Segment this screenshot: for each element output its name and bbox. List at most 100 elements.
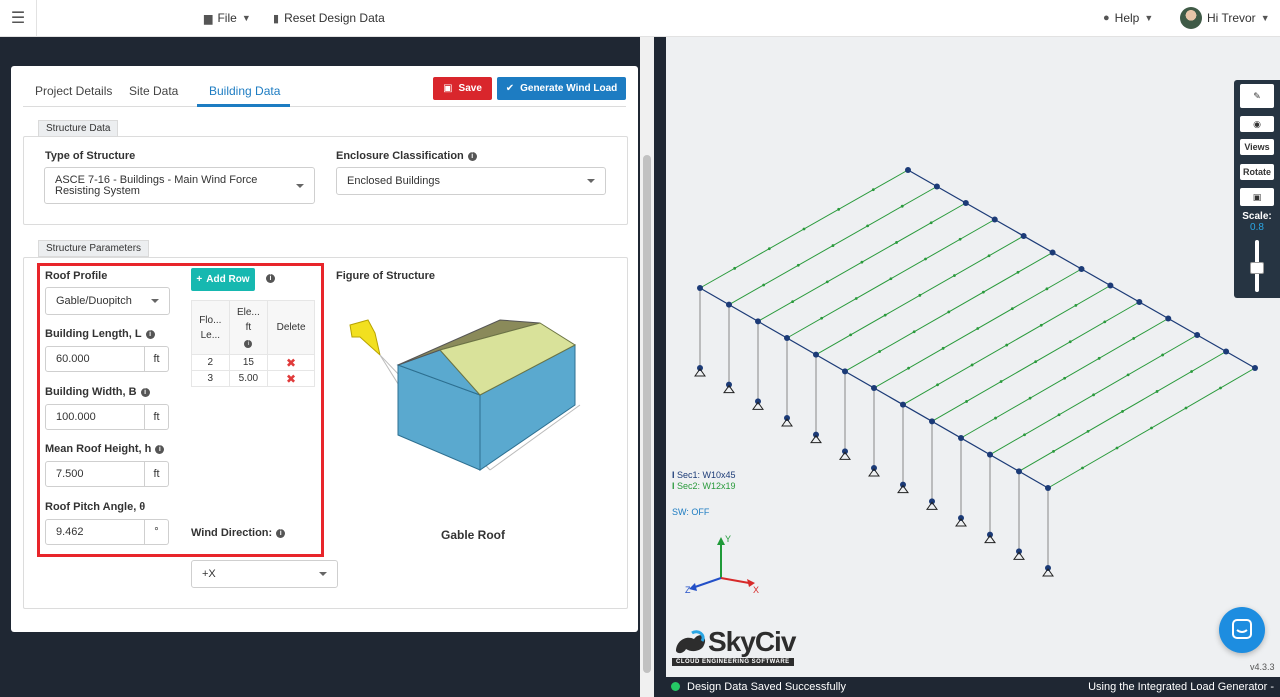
info-icon[interactable]: i (467, 151, 477, 161)
support-icon[interactable] (926, 501, 938, 510)
support-node[interactable] (929, 498, 935, 505)
purlin-node[interactable] (860, 260, 864, 264)
support-node[interactable] (1016, 548, 1022, 555)
support-icon[interactable] (868, 468, 880, 477)
purlin-node[interactable] (733, 266, 737, 270)
save-button[interactable]: ▣ Save (433, 77, 492, 100)
chat-button[interactable] (1219, 607, 1265, 653)
reset-design-data-button[interactable]: ▮ Reset Design Data (273, 11, 385, 25)
info-icon[interactable]: i (244, 340, 253, 348)
elevation-cell[interactable]: 5.00 (228, 370, 269, 387)
purlin-node[interactable] (947, 310, 951, 314)
purlin-node[interactable] (1068, 340, 1072, 344)
visibility-button[interactable]: ◉ (1240, 116, 1274, 132)
purlin-node[interactable] (831, 244, 835, 247)
purlin-node[interactable] (866, 224, 870, 228)
purlin-node[interactable] (1074, 303, 1078, 307)
ridge-member[interactable] (907, 169, 1256, 369)
support-node[interactable] (842, 448, 848, 455)
purlin-node[interactable] (1115, 446, 1119, 450)
info-icon[interactable]: i (155, 444, 165, 454)
support-node[interactable] (987, 531, 993, 538)
purlin-node[interactable] (1190, 370, 1193, 373)
help-menu[interactable]: ● Help ▼ (1103, 11, 1153, 25)
wind-direction-select[interactable]: +X (191, 560, 338, 588)
purlin-node[interactable] (1097, 356, 1101, 360)
purlin-node[interactable] (1155, 390, 1159, 393)
purlin-node[interactable] (912, 330, 916, 334)
support-icon[interactable] (1042, 568, 1054, 577)
tab-project-details[interactable]: Project Details (35, 84, 113, 98)
purlin-node[interactable] (1010, 307, 1014, 311)
support-node[interactable] (697, 365, 703, 371)
purlin-node[interactable] (1161, 353, 1165, 357)
purlin-node[interactable] (1063, 376, 1067, 380)
support-icon[interactable] (1013, 551, 1025, 560)
purlin-node[interactable] (767, 247, 771, 251)
purlin-node[interactable] (1219, 386, 1222, 390)
info-icon[interactable]: i (140, 387, 150, 397)
add-row-button[interactable]: + Add Row (191, 268, 255, 291)
purlin-node[interactable] (878, 350, 881, 353)
support-icon[interactable] (752, 401, 764, 410)
file-menu[interactable]: ▆ File ▼ (204, 11, 251, 25)
purlin-node[interactable] (849, 333, 853, 337)
purlin-node[interactable] (1057, 413, 1061, 417)
support-icon[interactable] (694, 368, 706, 377)
info-icon[interactable]: i (276, 528, 286, 538)
purlin-node[interactable] (936, 383, 939, 387)
purlin-node[interactable] (953, 274, 956, 277)
support-node[interactable] (726, 381, 732, 388)
enclosure-classification-select[interactable]: Enclosed Buildings (336, 167, 606, 195)
purlin-node[interactable] (976, 327, 980, 330)
frame-model[interactable] (666, 37, 1280, 677)
rotate-button[interactable]: Rotate (1240, 164, 1274, 180)
purlin-node[interactable] (1086, 429, 1090, 433)
support-node[interactable] (784, 415, 790, 421)
tab-building-data[interactable]: Building Data (209, 84, 281, 98)
support-icon[interactable] (810, 434, 822, 444)
purlin-node[interactable] (1132, 337, 1136, 340)
purlin-node[interactable] (791, 300, 795, 304)
purlin-node[interactable] (796, 263, 800, 267)
purlin-node[interactable] (871, 188, 875, 192)
support-node[interactable] (813, 431, 819, 438)
purlin-node[interactable] (918, 293, 922, 297)
purlin-node[interactable] (1034, 360, 1038, 364)
info-icon[interactable]: i (145, 329, 155, 339)
purlin-node[interactable] (1045, 287, 1049, 291)
support-icon[interactable] (723, 384, 735, 394)
purlin-node[interactable] (895, 241, 898, 244)
support-node[interactable] (871, 465, 877, 471)
purlin-node[interactable] (1150, 426, 1153, 430)
edit-button[interactable]: ✎ (1240, 84, 1274, 108)
support-node[interactable] (900, 481, 906, 488)
mean-roof-height-input[interactable]: 7.500 (45, 461, 145, 487)
eave-member[interactable] (699, 287, 1049, 489)
purlin-node[interactable] (1184, 406, 1188, 410)
scale-slider-handle[interactable] (1250, 262, 1264, 274)
roof-profile-select[interactable]: Gable/Duopitch (45, 287, 170, 315)
purlin-node[interactable] (981, 290, 985, 294)
scrollbar-thumb[interactable] (643, 155, 651, 673)
support-node[interactable] (755, 398, 761, 405)
purlin-node[interactable] (889, 277, 893, 281)
building-length-input[interactable]: 60.000 (45, 346, 145, 372)
support-icon[interactable] (984, 534, 996, 544)
generate-wind-load-button[interactable]: ✔ Generate Wind Load (497, 77, 626, 100)
purlin-node[interactable] (970, 363, 974, 367)
delete-row-icon[interactable]: ✖ (286, 355, 297, 370)
purlin-node[interactable] (1081, 466, 1084, 470)
screenshot-button[interactable]: ▣ (1240, 188, 1274, 206)
purlin-node[interactable] (987, 254, 991, 258)
user-menu[interactable]: Hi Trevor ▼ (1180, 7, 1270, 29)
purlin-node[interactable] (762, 283, 766, 287)
purlin-node[interactable] (1016, 270, 1020, 274)
support-icon[interactable] (781, 418, 793, 427)
purlin-node[interactable] (1121, 410, 1124, 413)
support-icon[interactable] (839, 451, 851, 460)
delete-row-icon[interactable]: ✖ (286, 371, 297, 386)
views-button[interactable]: Views (1240, 139, 1274, 155)
purlin-node[interactable] (1023, 433, 1026, 437)
purlin-node[interactable] (900, 204, 904, 208)
